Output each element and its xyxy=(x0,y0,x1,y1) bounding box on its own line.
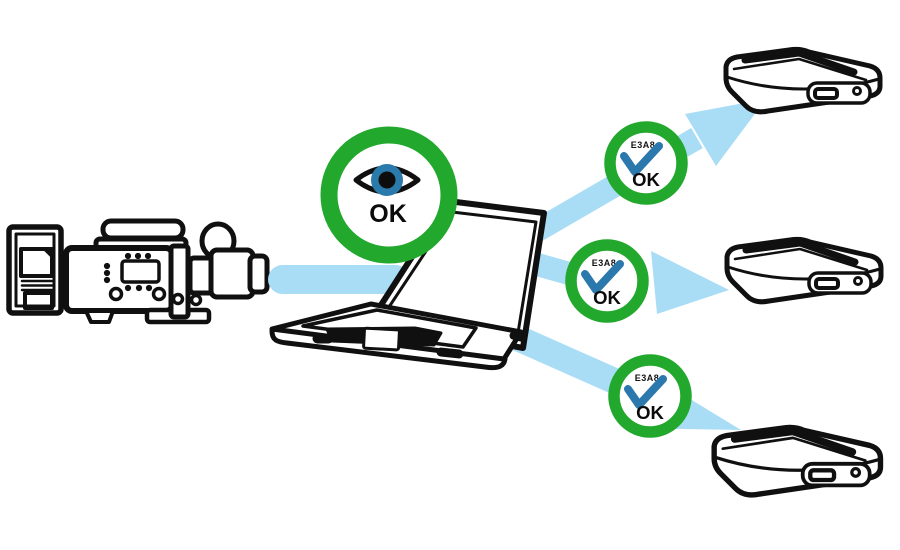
led-indicator xyxy=(852,86,862,96)
camera-handle xyxy=(100,218,186,241)
camera-body xyxy=(63,245,175,314)
card-label xyxy=(19,247,54,278)
external-drive-icon-1 xyxy=(723,46,883,115)
folded-corner-icon xyxy=(42,248,52,258)
lens-mount xyxy=(168,243,191,320)
checksum-code: E3A8 xyxy=(592,258,617,268)
checkmark-icon xyxy=(581,260,624,294)
eye-icon xyxy=(353,164,421,196)
camera-button xyxy=(108,286,124,302)
trackpad xyxy=(362,326,401,352)
camera-foot xyxy=(84,309,115,324)
lens-barrel xyxy=(208,247,256,300)
led-indicator xyxy=(853,276,863,286)
checksum-code: E3A8 xyxy=(635,373,660,383)
usb-port xyxy=(808,468,837,483)
external-drive-icon-2 xyxy=(724,236,884,305)
cinema-camera-icon xyxy=(63,218,270,325)
laptop-icon xyxy=(269,198,547,371)
usb-port xyxy=(814,277,840,290)
ok-label: OK xyxy=(593,287,621,308)
front-notch xyxy=(436,347,464,359)
ok-label: OK xyxy=(632,169,660,190)
camera-knob xyxy=(171,292,185,306)
camera-knob xyxy=(189,293,203,307)
checkmark-icon xyxy=(620,142,663,176)
checksum-badge-1: E3A8 OK xyxy=(604,121,688,205)
led-indicator xyxy=(850,467,862,478)
camera-button xyxy=(151,286,167,302)
usb-port xyxy=(813,87,839,100)
camera-display xyxy=(120,259,161,284)
verification-badge: OK xyxy=(320,126,458,264)
ok-label: OK xyxy=(369,200,407,228)
memory-card-icon xyxy=(6,224,64,316)
checksum-badge-3: E3A8 OK xyxy=(608,354,692,438)
ok-label: OK xyxy=(636,402,664,423)
checksum-code: E3A8 xyxy=(631,140,656,150)
checkmark-icon xyxy=(624,375,667,409)
external-drive-icon-3 xyxy=(711,424,884,498)
checksum-badge-2: E3A8 OK xyxy=(565,239,649,323)
arrow-camera-to-laptop xyxy=(268,265,410,294)
